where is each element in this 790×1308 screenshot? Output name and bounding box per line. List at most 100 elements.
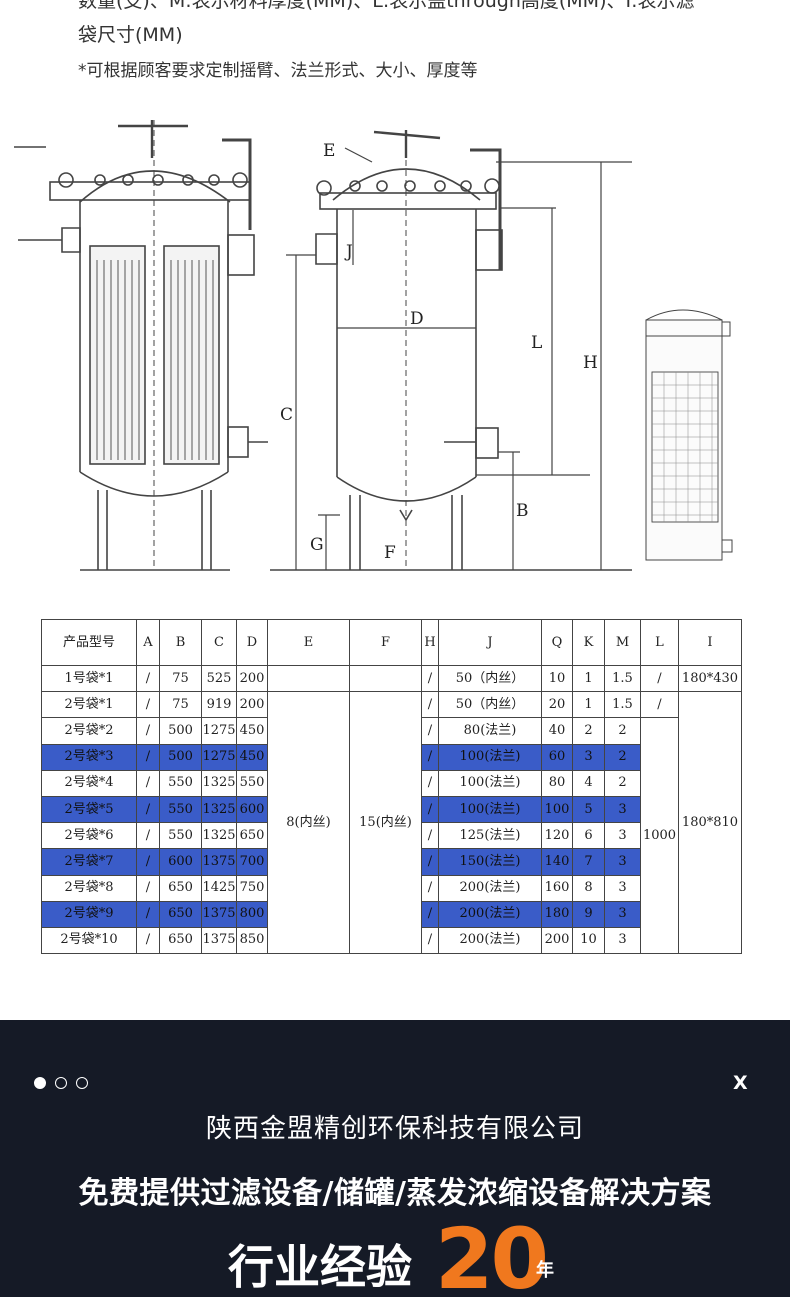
dim-label-l: L	[531, 333, 542, 353]
cell-a: /	[136, 717, 160, 745]
cell-f: 15(内丝)	[349, 691, 422, 955]
experience-badge: 行业经验 20 年	[228, 1210, 628, 1308]
cell-k: 10	[572, 926, 605, 955]
cell-j: 100(法兰)	[438, 743, 542, 771]
cell-j: 150(法兰)	[438, 848, 542, 876]
cell-model: 2号袋*4	[41, 769, 137, 797]
col-header: L	[640, 619, 679, 666]
dim-label-d: D	[410, 309, 424, 329]
cell-h: /	[421, 795, 439, 824]
cell-h: /	[421, 874, 439, 902]
carousel-dot[interactable]	[76, 1077, 88, 1089]
cell-model: 2号袋*8	[41, 874, 137, 902]
cell-model: 2号袋*1	[41, 691, 137, 719]
cell-j: 50（内丝）	[438, 691, 542, 719]
cell-q: 10	[541, 664, 573, 693]
experience-text: 行业经验	[228, 1240, 412, 1294]
cell-model: 2号袋*2	[41, 717, 137, 745]
experience-unit: 年	[536, 1260, 554, 1281]
cell-m: 3	[604, 822, 641, 850]
cell-c: 1425	[201, 874, 237, 902]
carousel-dot-active[interactable]	[34, 1077, 46, 1089]
cell-k: 3	[572, 743, 605, 771]
cell-j: 125(法兰)	[438, 822, 542, 850]
cell-e: 8(内丝)	[267, 691, 350, 955]
cell-l: /	[640, 691, 679, 719]
cell-model: 2号袋*5	[41, 795, 137, 824]
cell-m: 2	[604, 717, 641, 745]
dim-label-e: E	[323, 141, 335, 161]
cell-a: /	[136, 743, 160, 771]
cell-c: 1275	[201, 743, 237, 771]
close-button[interactable]: X	[733, 1072, 748, 1094]
col-header: I	[678, 619, 742, 666]
cell-j: 100(法兰)	[438, 795, 542, 824]
cell-model: 2号袋*10	[41, 926, 137, 955]
cell-k: 1	[572, 691, 605, 719]
cell-j: 200(法兰)	[438, 874, 542, 902]
dim-label-j: J	[344, 242, 353, 262]
cell-c: 919	[201, 691, 237, 719]
cell-q: 100	[541, 795, 573, 824]
cell-i: 180*810	[678, 691, 742, 955]
clamp-row-mid	[316, 178, 500, 196]
cell-m: 2	[604, 743, 641, 771]
cell-k: 8	[572, 874, 605, 902]
cell-b: 650	[159, 926, 202, 955]
cell-m: 3	[604, 848, 641, 876]
cell-b: 650	[159, 874, 202, 902]
cell-a: /	[136, 691, 160, 719]
col-header: 产品型号	[41, 619, 137, 666]
cell-k: 4	[572, 769, 605, 797]
cell-c: 1325	[201, 795, 237, 824]
dim-label-f: F	[384, 543, 396, 563]
clamp-row-left	[58, 172, 248, 188]
cell-k: 9	[572, 900, 605, 928]
cell-k: 2	[572, 717, 605, 745]
cell-q: 180	[541, 900, 573, 928]
cell-d: 850	[236, 926, 268, 955]
cell-b: 550	[159, 795, 202, 824]
cell-m: 3	[604, 874, 641, 902]
cell-d: 650	[236, 822, 268, 850]
cell-m: 1.5	[604, 664, 641, 693]
cell-b: 600	[159, 848, 202, 876]
intro-line-1: 数量(支)、M:表示材料厚度(MM)、L:表示盖through高度(MM)、I:…	[78, 0, 695, 12]
cell-q: 120	[541, 822, 573, 850]
cell-q: 200	[541, 926, 573, 955]
dim-label-b: B	[516, 501, 529, 521]
cell-f	[349, 664, 422, 693]
cell-l: 1000	[640, 717, 679, 955]
cell-b: 500	[159, 743, 202, 771]
cell-k: 5	[572, 795, 605, 824]
carousel-dot[interactable]	[55, 1077, 67, 1089]
carousel-dots[interactable]	[34, 1077, 88, 1089]
cell-k: 1	[572, 664, 605, 693]
cell-a: /	[136, 848, 160, 876]
cell-d: 700	[236, 848, 268, 876]
filter-housing-diagram: E J D L H C B G F	[14, 120, 733, 571]
cell-q: 20	[541, 691, 573, 719]
dim-label-c: C	[280, 405, 293, 425]
cell-d: 750	[236, 874, 268, 902]
cell-d: 200	[236, 664, 268, 693]
cell-c: 1375	[201, 848, 237, 876]
cell-c: 1325	[201, 822, 237, 850]
cell-c: 1375	[201, 900, 237, 928]
cell-q: 160	[541, 874, 573, 902]
cell-b: 650	[159, 900, 202, 928]
cell-b: 550	[159, 769, 202, 797]
col-header: K	[572, 619, 605, 666]
cell-h: /	[421, 717, 439, 745]
dim-label-g: G	[310, 535, 324, 555]
col-header: J	[438, 619, 542, 666]
col-header: C	[201, 619, 237, 666]
cell-c: 1375	[201, 926, 237, 955]
